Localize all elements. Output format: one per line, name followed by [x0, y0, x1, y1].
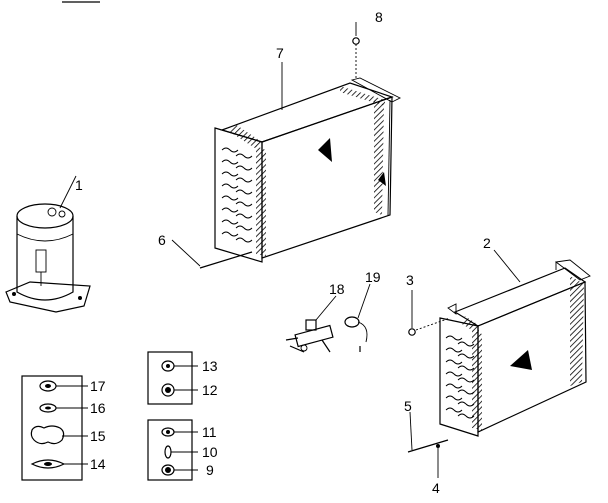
parts-box-9-11 — [147, 419, 198, 481]
label-13: 13 — [202, 358, 218, 374]
label-6: 6 — [158, 232, 166, 248]
lower-coil-assembly — [439, 259, 591, 437]
label-4: 4 — [432, 480, 440, 496]
rod-part-5 — [407, 411, 449, 453]
part-12 — [161, 383, 198, 397]
part-15 — [30, 425, 88, 445]
label-7: 7 — [276, 45, 284, 61]
lower-coil-tubes — [445, 335, 475, 419]
screw-part-4 — [436, 444, 440, 478]
label-19: 19 — [365, 269, 381, 285]
valve-part-18 — [285, 295, 337, 353]
screw-part-3 — [408, 290, 451, 336]
part-17 — [39, 380, 88, 392]
label-9: 9 — [206, 462, 214, 478]
rod-part-6 — [171, 239, 253, 269]
part-11 — [161, 427, 198, 437]
parts-box-12-13 — [147, 351, 198, 405]
solenoid-part-19 — [344, 283, 371, 352]
label-11: 11 — [202, 424, 217, 440]
part-13 — [161, 360, 198, 372]
label-17: 17 — [90, 378, 106, 394]
part-10 — [164, 445, 198, 459]
label-16: 16 — [90, 400, 106, 416]
label-5: 5 — [404, 398, 412, 414]
label-1: 1 — [75, 177, 83, 193]
compressor-part-1 — [5, 175, 91, 313]
screw-part-8 — [352, 37, 360, 80]
label-12: 12 — [202, 382, 218, 398]
part-9 — [161, 464, 198, 476]
leader-2 — [493, 249, 521, 283]
parts-box-14-17 — [21, 375, 88, 481]
label-8: 8 — [375, 9, 383, 25]
upper-coil-assembly — [214, 77, 402, 263]
label-10: 10 — [202, 444, 218, 460]
label-14: 14 — [90, 456, 106, 472]
label-2: 2 — [483, 235, 491, 251]
label-18: 18 — [329, 281, 345, 297]
label-15: 15 — [90, 428, 106, 444]
label-3: 3 — [406, 272, 414, 288]
part-16 — [39, 403, 88, 413]
part-14 — [30, 459, 88, 469]
upper-coil-tubes — [221, 147, 253, 243]
